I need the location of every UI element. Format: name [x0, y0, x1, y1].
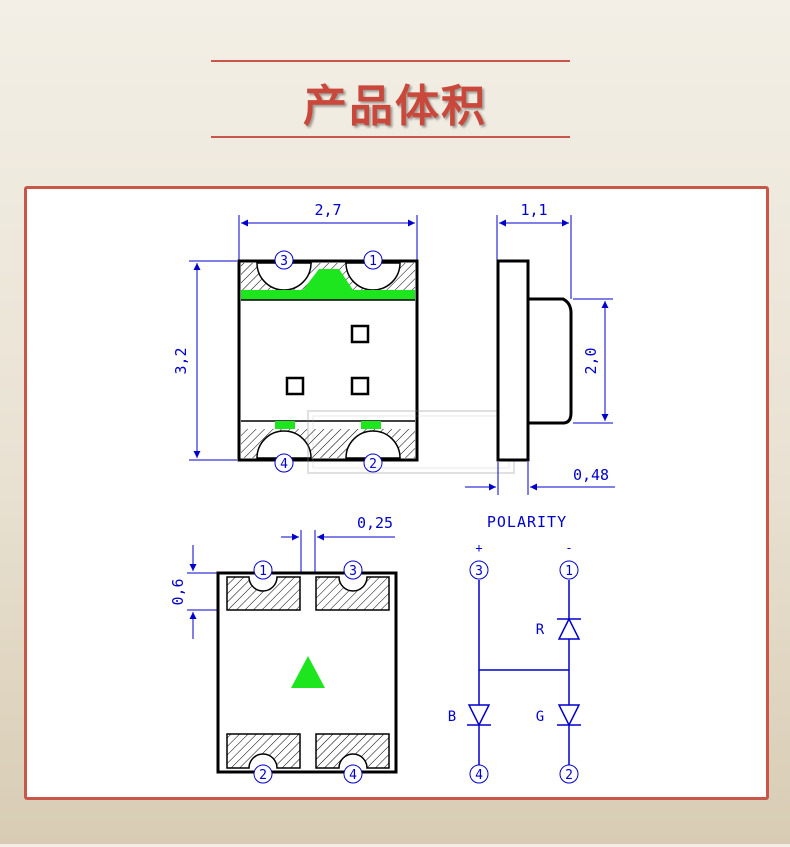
thickness-dimension-label: 1,1 [520, 201, 547, 219]
height-dimension-label: 3,2 [172, 347, 190, 374]
title-rule-bottom [211, 136, 570, 138]
green-band-top [241, 290, 415, 300]
diode-r-icon [557, 617, 581, 640]
diode-r-label: R [536, 622, 545, 638]
pin-label-4: 4 [349, 768, 357, 783]
package-drawing: 2,7 3,2 3 1 4 2 [169, 201, 615, 784]
diode-b-icon [467, 704, 491, 727]
base-dimension-label: 0,48 [573, 466, 609, 484]
polarity-triangle-icon [291, 656, 325, 688]
pin-label-1: 1 [259, 564, 267, 579]
chip-square [350, 324, 370, 344]
gap-dimension-label: 0,25 [357, 514, 393, 532]
pin-label-3: 3 [349, 564, 357, 579]
drawing-panel: 2,7 3,2 3 1 4 2 [24, 186, 769, 800]
pin-label-4: 4 [280, 457, 288, 472]
plus-sign: + [475, 541, 482, 555]
pin-label-2: 2 [565, 768, 573, 783]
pad-top-right [315, 576, 390, 611]
side-view-lens [526, 297, 573, 425]
diode-g-icon [557, 704, 581, 727]
pin-label-1: 1 [369, 254, 377, 269]
page-title: 产品体积 [303, 81, 487, 132]
pad-top-left [226, 576, 301, 611]
side-view: 1,1 2,0 0,48 [465, 201, 615, 495]
diode-g-label: G [536, 709, 544, 725]
polarity-title: POLARITY [487, 513, 567, 531]
pad-bottom-left [226, 733, 301, 769]
pin-label-3: 3 [475, 564, 483, 579]
pad-dimension-label: 0,6 [169, 578, 187, 605]
pin-label-2: 2 [369, 457, 377, 472]
pin-label-1: 1 [565, 564, 573, 579]
pin-label-4: 4 [475, 768, 483, 783]
width-dimension-label: 2,7 [314, 201, 341, 219]
pin-label-2: 2 [259, 768, 267, 783]
top-view: 2,7 3,2 3 1 4 2 [172, 201, 419, 473]
side-view-base [496, 259, 530, 462]
chip-square [350, 376, 370, 396]
title-rule-top [211, 60, 570, 62]
minus-sign: - [565, 541, 572, 555]
polarity-schematic: POLARITY + - 3 1 4 2 R G B [448, 513, 581, 784]
lens-height-dimension-label: 2,0 [582, 347, 600, 374]
pad-bottom-right [315, 733, 390, 769]
chip-square [285, 376, 305, 396]
bottom-view: 0,25 0,6 1 3 2 4 [169, 514, 398, 784]
diode-b-label: B [448, 709, 456, 725]
pin-label-3: 3 [280, 254, 288, 269]
